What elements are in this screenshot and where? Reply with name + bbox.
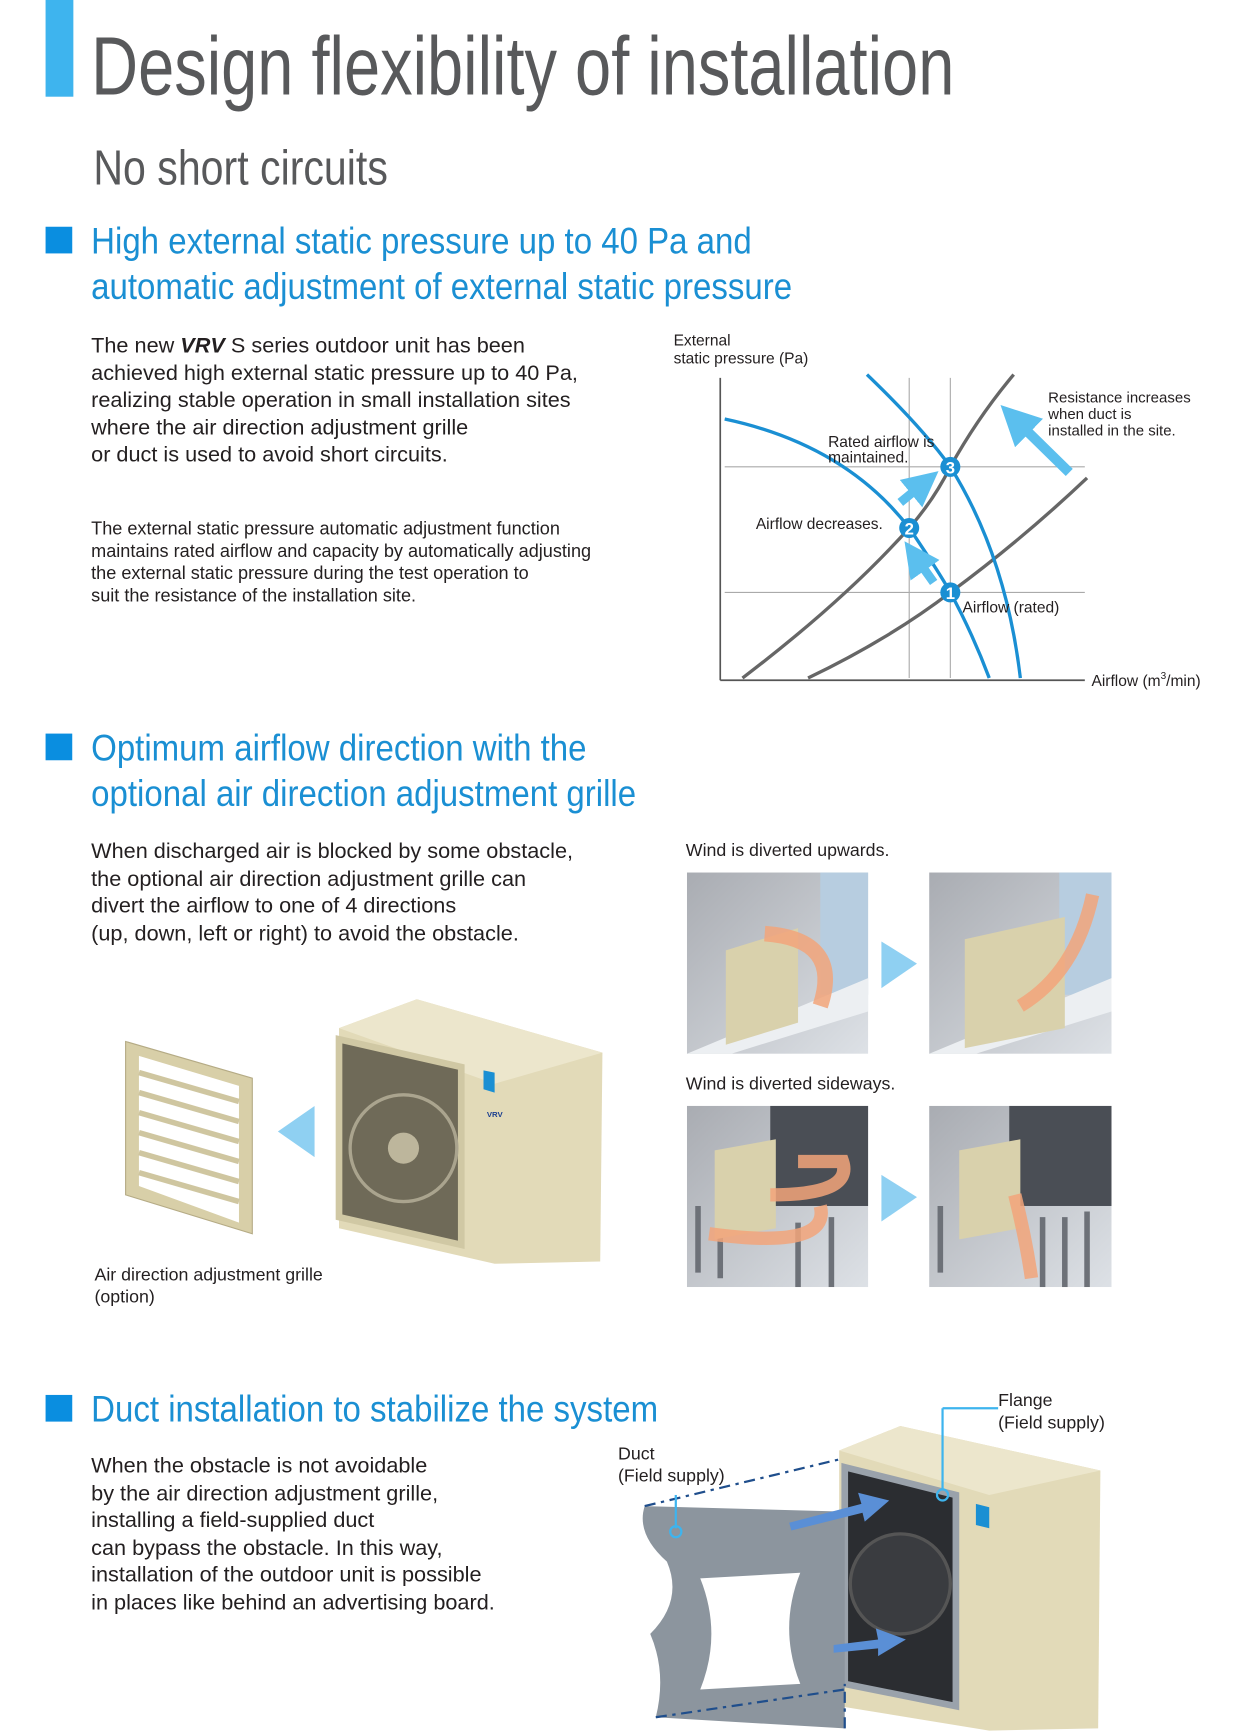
static-pressure-diagram: External static pressure (Pa) 1 2 3 Rate… [674, 333, 1201, 690]
outdoor-unit [839, 1426, 1101, 1731]
arrow-right-icon [881, 1174, 917, 1222]
section1-detail-paragraph: The external static pressure automatic a… [91, 519, 592, 606]
resistance-label-3: installed in the site. [1048, 423, 1176, 440]
x-axis-label: Airflow (m3/min) [1091, 671, 1200, 690]
duct-installation-illustration [642, 1407, 1101, 1731]
page-subtitle: No short circuits [93, 141, 388, 196]
section-bullet-icon [45, 226, 73, 254]
vrv-brand: VRV [180, 333, 225, 358]
fan-curve-high [865, 373, 1023, 679]
grille-caption: Air direction adjustment grille (option) [94, 1265, 323, 1308]
svg-text:VRV: VRV [487, 1110, 504, 1119]
section1-heading: High external static pressure up to 40 P… [91, 220, 793, 307]
section2-heading: Optimum airflow direction with the optio… [91, 726, 637, 814]
resistance-arrow [1000, 405, 1073, 476]
page-title: Design flexibility of installation [91, 20, 955, 113]
section-bullet-icon [45, 1394, 73, 1422]
airflow-arrow-icon [833, 1628, 906, 1657]
point-3: 3 [940, 456, 961, 477]
step-arrow-1-2 [904, 541, 940, 585]
y-axis-label-1: External [674, 333, 731, 350]
point-1: 1 [940, 582, 961, 603]
svg-text:1: 1 [946, 584, 955, 603]
resistance-label-1: Resistance increases [1048, 389, 1191, 406]
section1-paragraph: The new VRV S series outdoor unit has be… [91, 333, 578, 468]
arrow-left-icon [277, 1105, 315, 1158]
step-arrow-2-3 [897, 471, 939, 508]
duct-label: Duct (Field supply) [617, 1444, 725, 1487]
photo-sideways-before [686, 1105, 869, 1288]
section3-heading: Duct installation to stabilize the syste… [91, 1388, 659, 1430]
airflow-decreases-label: Airflow decreases. [756, 516, 883, 533]
airflow-rated-label: Airflow (rated) [963, 599, 1060, 616]
rated-maintained-label-1: Rated airflow is [828, 434, 935, 451]
point-2: 2 [899, 517, 920, 539]
section-bullet-icon [45, 733, 73, 761]
sideways-label: Wind is diverted sideways. [685, 1074, 896, 1094]
svg-text:3: 3 [946, 458, 955, 477]
upwards-label: Wind is diverted upwards. [685, 841, 890, 861]
photo-upwards-after [929, 872, 1112, 1054]
flange-label: Flange (Field supply) [998, 1391, 1105, 1433]
duct [642, 1506, 845, 1729]
resistance-curve-rated [807, 476, 1089, 680]
svg-text:2: 2 [905, 520, 914, 539]
photo-sideways-after [929, 1105, 1112, 1288]
section3-paragraph: When the obstacle is not avoidable by th… [91, 1453, 495, 1615]
resistance-curve-duct [741, 373, 1015, 680]
section2-paragraph: When discharged air is blocked by some o… [91, 839, 574, 946]
airflow-arrow-icon [789, 1492, 890, 1531]
wind-diversion-photos [686, 872, 1112, 1288]
rated-maintained-label-2: maintained. [828, 449, 908, 466]
resistance-label-2: when duct is [1047, 406, 1131, 423]
outdoor-unit-image: VRV [335, 999, 603, 1264]
title-accent-bar [45, 0, 74, 97]
y-axis-label-2: static pressure (Pa) [674, 350, 809, 367]
photo-upwards-before [686, 872, 869, 1054]
arrow-right-icon [881, 941, 917, 989]
grille-image [125, 1040, 253, 1235]
grille-and-unit-illustration: VRV [125, 999, 603, 1264]
